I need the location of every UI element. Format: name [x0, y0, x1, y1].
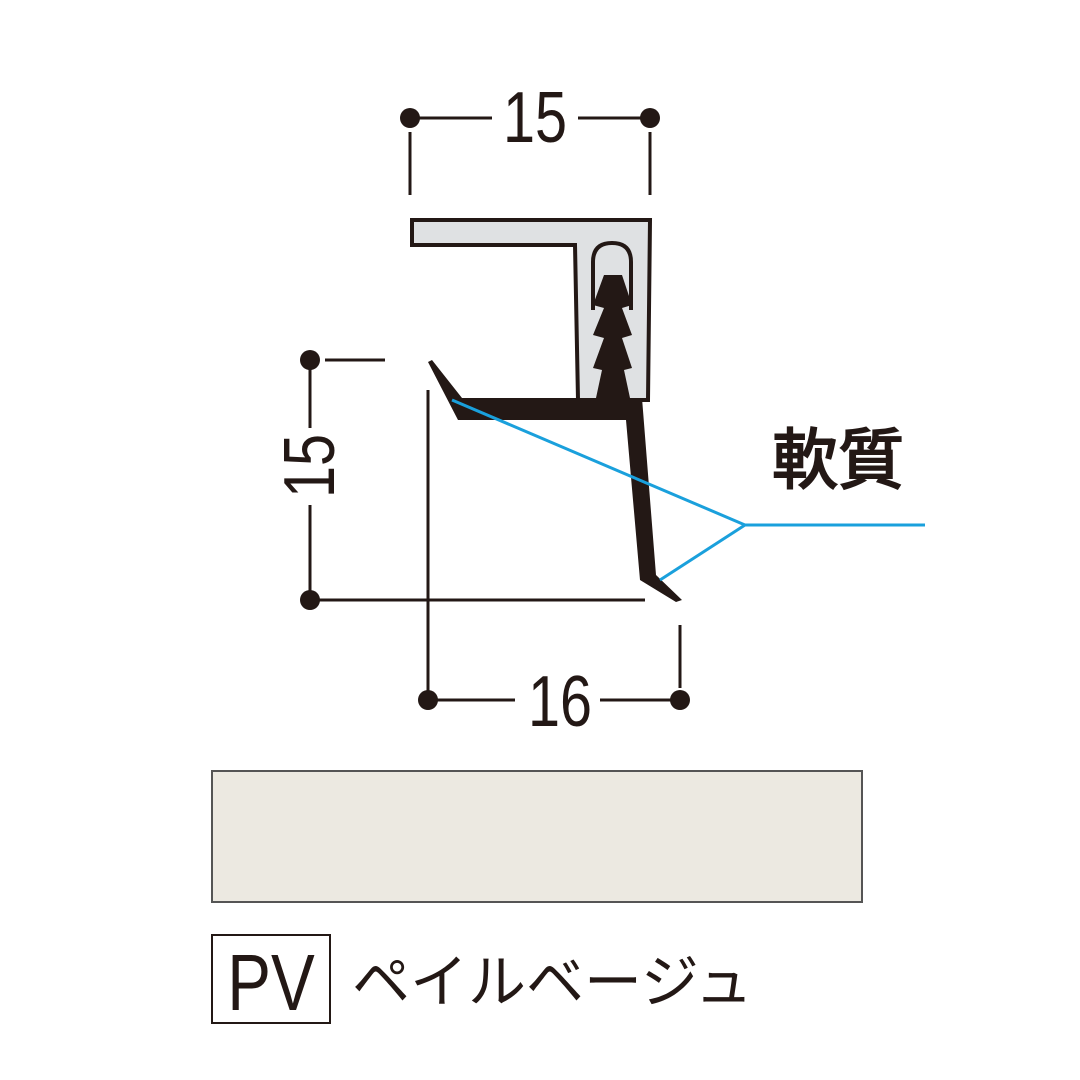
material-label: 軟質: [772, 422, 904, 499]
dimension-top: [400, 108, 660, 195]
color-code-box: [211, 934, 331, 1024]
color-code: PV: [227, 938, 315, 1028]
color-name: ペイルベージュ: [352, 948, 753, 1016]
dimension-left-label: 15: [269, 434, 350, 498]
dimension-left: [300, 350, 645, 610]
dimension-bottom: [418, 390, 690, 710]
soft-part: [428, 360, 682, 602]
barbed-insert: [593, 275, 632, 398]
dimension-top-label: 15: [503, 77, 567, 158]
color-swatch: [211, 770, 863, 903]
slot-outline: [591, 240, 633, 310]
leader-lines: [451, 398, 925, 582]
dimension-bottom-label: 16: [528, 661, 592, 742]
